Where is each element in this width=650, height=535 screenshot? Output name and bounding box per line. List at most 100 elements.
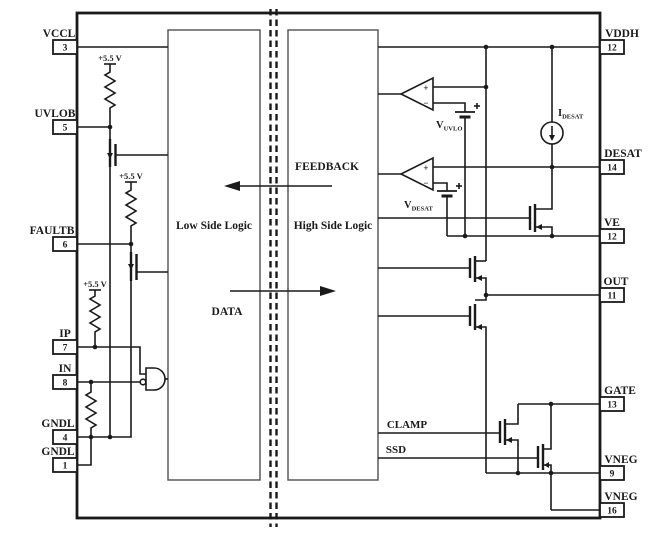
idesat-label: IDESAT xyxy=(558,108,584,121)
pin-desat: DESAT 14 xyxy=(599,148,642,175)
feedback-label: FEEDBACK xyxy=(295,161,359,173)
pin-gndl-4: GNDL 4 xyxy=(41,418,78,445)
low-side-logic-box xyxy=(167,29,261,481)
data-label: DATA xyxy=(212,306,244,318)
high-side-logic-label: High Side Logic xyxy=(294,220,373,232)
pin-gndl4-label: GNDL xyxy=(41,418,75,430)
pin-gndl1-number: 1 xyxy=(63,462,68,472)
pin-ve: VE 12 xyxy=(599,217,625,244)
supply-label-2: +5.5 V xyxy=(119,171,143,181)
pin-faultb: FAULTB 6 xyxy=(30,225,78,252)
resistor-pullup-ip: +5.5 V xyxy=(83,279,108,347)
pin-out: OUT 11 xyxy=(599,276,629,303)
pin-vneg16-number: 16 xyxy=(607,507,617,517)
mosfet-output-high-arrow-icon xyxy=(476,275,482,281)
resistor-pullup-uvlob: +5.5 V xyxy=(98,53,123,127)
battery-vdesat: VDESAT xyxy=(404,183,462,213)
ssd-label: SSD xyxy=(386,444,406,456)
mosfet-uvlob-arrow-icon xyxy=(107,153,113,159)
pin-vneg9-number: 9 xyxy=(610,470,615,480)
pin-out-number: 11 xyxy=(608,292,617,302)
comparator-uvlo-minus: − xyxy=(423,98,428,108)
battery-vuvlo: VUVLO xyxy=(436,103,480,133)
ssd-stage: SSD xyxy=(386,444,549,470)
pin-gndl4-number: 4 xyxy=(63,434,68,444)
and-gate-body xyxy=(145,367,166,391)
high-side-logic-block: High Side Logic xyxy=(287,29,379,481)
vdesat-label: VDESAT xyxy=(404,200,433,213)
pin-gate-number: 13 xyxy=(607,401,617,411)
outer-border xyxy=(75,11,602,520)
mosfet-output-low xyxy=(468,304,482,330)
vuvlo-label: VUVLO xyxy=(436,120,462,133)
pin-gate: GATE 13 xyxy=(599,385,636,412)
pin-uvlob-label: UVLOB xyxy=(35,108,76,120)
and-gate-inverter-bubble-icon xyxy=(139,378,147,386)
mosfet-ssd-arrow-icon xyxy=(544,462,549,468)
pin-desat-label: DESAT xyxy=(604,148,642,160)
current-source-arrow-icon xyxy=(549,135,555,141)
clamp-stage: CLAMP xyxy=(387,419,512,445)
pin-ve-label: VE xyxy=(604,217,620,229)
pin-vccl-number: 3 xyxy=(63,44,68,54)
pin-vneg9-label: VNEG xyxy=(604,454,637,466)
resistor-pullup-faultb: +5.5 V xyxy=(119,171,144,244)
pin-vddh-number: 12 xyxy=(607,44,617,54)
package-outline xyxy=(75,11,602,520)
junction-dots xyxy=(88,44,555,476)
comparator-desat-plus: + xyxy=(423,163,428,173)
pin-in: IN 8 xyxy=(52,363,78,390)
feedback-signal: FEEDBACK xyxy=(224,161,359,191)
pin-vddh-label: VDDH xyxy=(605,28,639,40)
pin-vneg16-label: VNEG xyxy=(604,491,637,503)
supply-label-3: +5.5 V xyxy=(83,279,107,289)
clamp-label: CLAMP xyxy=(387,419,428,431)
pin-gndl-1: GNDL 1 xyxy=(41,446,78,473)
pin-ip: IP 7 xyxy=(52,328,78,355)
data-signal: DATA xyxy=(212,286,336,318)
mosfet-faultb-arrow-icon xyxy=(128,264,134,270)
isolation-barrier xyxy=(269,9,278,527)
comparator-uvlo-plus: + xyxy=(423,83,428,93)
mosfet-output-low-arrow-icon xyxy=(476,324,482,330)
and-gate-input xyxy=(139,367,166,391)
mosfet-desat-arrow-icon xyxy=(536,224,542,230)
comparator-uvlo-body xyxy=(399,76,434,112)
pin-in-label: IN xyxy=(59,363,72,375)
pin-vneg-9: VNEG 9 xyxy=(599,454,638,481)
pin-desat-number: 14 xyxy=(607,164,617,174)
pin-uvlob: UVLOB 5 xyxy=(35,108,78,135)
mosfet-output-high xyxy=(468,256,482,282)
data-arrowhead-icon xyxy=(320,286,336,296)
resistor-pulldown-in xyxy=(84,382,98,437)
pin-uvlob-number: 5 xyxy=(63,124,68,134)
comparator-desat-body xyxy=(399,156,434,192)
pin-ve-number: 12 xyxy=(607,233,617,243)
pin-out-label: OUT xyxy=(604,276,629,288)
pin-vccl-label: VCCL xyxy=(43,28,76,40)
pin-vneg-16: VNEG 16 xyxy=(599,491,638,518)
pin-vccl: VCCL 3 xyxy=(43,28,78,55)
pin-faultb-label: FAULTB xyxy=(30,225,75,237)
supply-label-1: +5.5 V xyxy=(98,53,122,63)
pin-gate-label: GATE xyxy=(604,385,636,397)
pin-ip-number: 7 xyxy=(63,344,68,354)
pin-vddh: VDDH 12 xyxy=(599,28,639,55)
comparator-desat: + − xyxy=(399,156,434,192)
low-side-logic-block: Low Side Logic xyxy=(167,29,261,481)
wiring xyxy=(77,46,600,511)
mosfet-uvlob xyxy=(107,139,117,167)
pin-faultb-number: 6 xyxy=(63,241,68,251)
pin-in-number: 8 xyxy=(63,379,68,389)
current-source-idesat: IDESAT xyxy=(540,108,584,145)
low-side-logic-label: Low Side Logic xyxy=(176,220,252,232)
mosfet-desat xyxy=(528,204,542,232)
feedback-arrowhead-icon xyxy=(224,181,240,191)
pin-ip-label: IP xyxy=(59,328,71,340)
comparator-uvlo: + − xyxy=(399,76,434,112)
mosfet-clamp-arrow-icon xyxy=(506,437,512,443)
mosfet-faultb xyxy=(128,252,138,281)
comparator-desat-minus: − xyxy=(423,178,428,188)
